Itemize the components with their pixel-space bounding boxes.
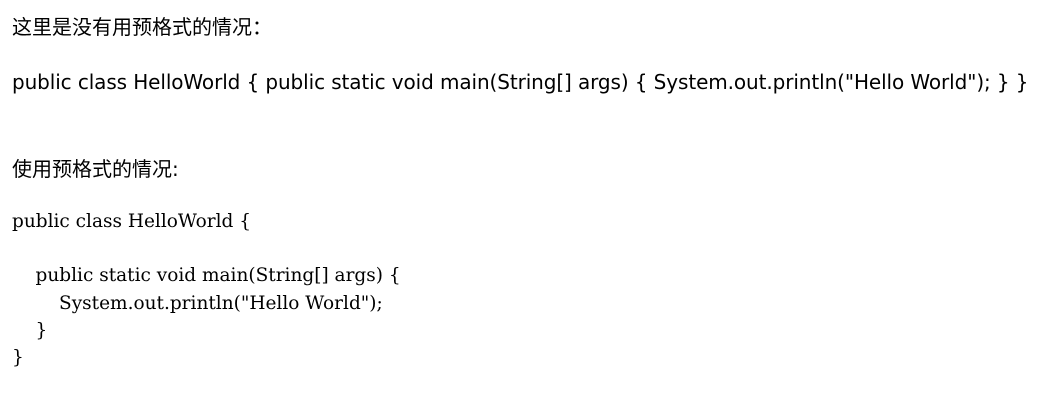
no-preformat-heading: 这里是没有用预格式的情况： bbox=[12, 15, 272, 39]
unformatted-code-paragraph: public class HelloWorld { public static … bbox=[12, 70, 1029, 94]
preformatted-code-block: public class HelloWorld { public static … bbox=[12, 211, 401, 369]
preformat-heading: 使用预格式的情况: bbox=[12, 157, 179, 181]
